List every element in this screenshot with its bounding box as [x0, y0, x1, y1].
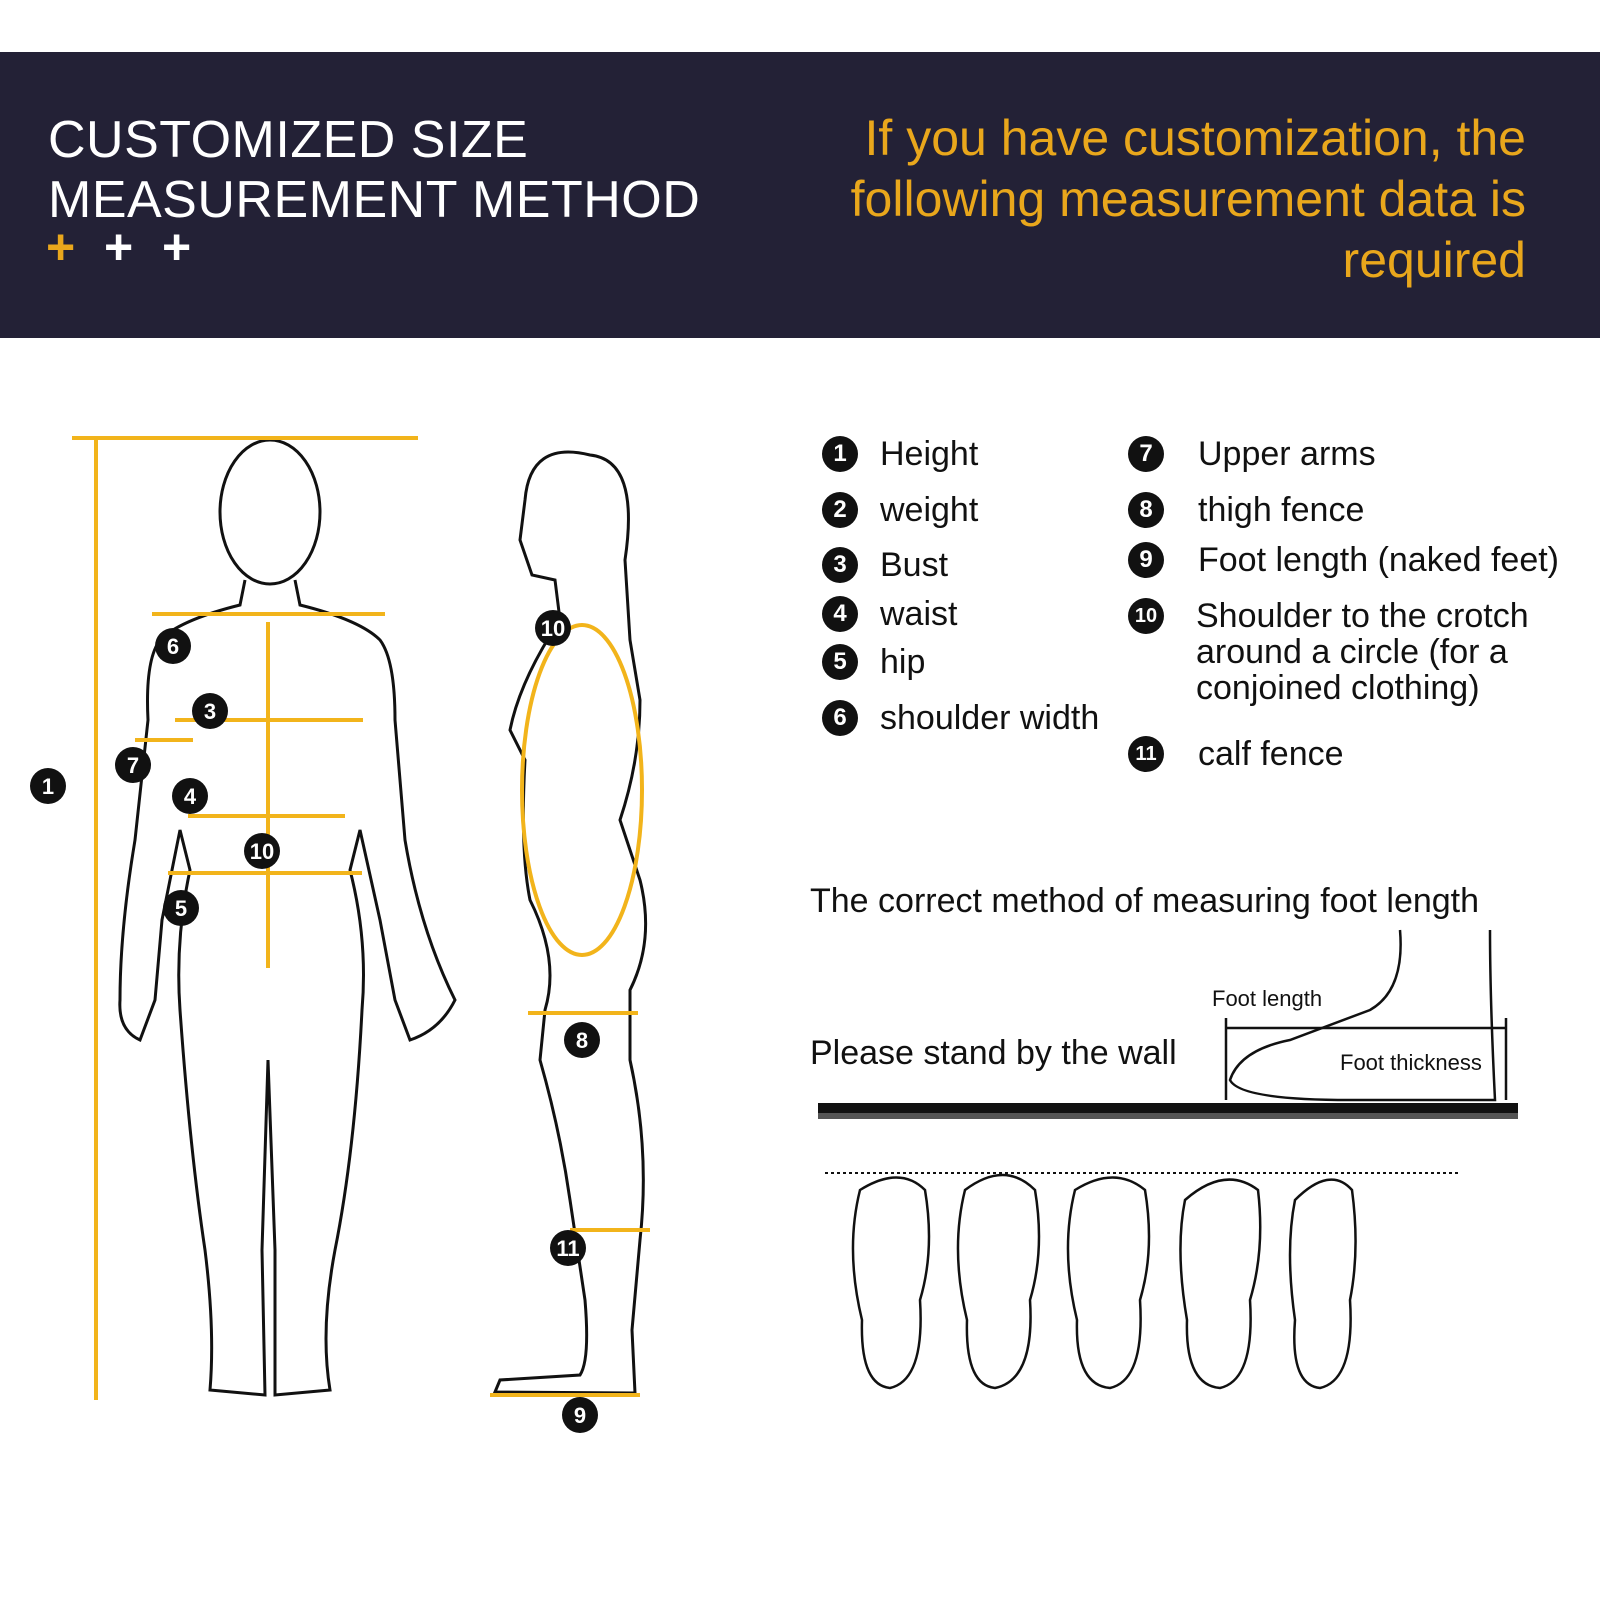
- legend-item: 6 shoulder width: [822, 700, 1099, 736]
- svg-text:6: 6: [167, 634, 179, 659]
- legend-label: Foot length (naked feet): [1198, 541, 1560, 579]
- body-measurement-figures: 1 3 4 5 6 7 10 8 9 10 11: [30, 436, 650, 1433]
- title-line-2: MEASUREMENT METHOD: [48, 171, 701, 229]
- marker-6: 6: [155, 628, 191, 664]
- svg-text:9: 9: [574, 1403, 586, 1428]
- foot-section-heading: The correct method of measuring foot len…: [810, 882, 1480, 920]
- marker-10-side: 10: [535, 610, 571, 646]
- svg-text:1: 1: [42, 774, 54, 799]
- marker-7: 7: [115, 747, 151, 783]
- marker-8: 8: [564, 1022, 600, 1058]
- legend-item: 4 waist: [822, 596, 957, 632]
- wall-instruction: Please stand by the wall: [810, 1034, 1177, 1072]
- legend-label: Upper arms: [1198, 435, 1376, 473]
- marker-4: 4: [172, 778, 208, 814]
- svg-text:5: 5: [175, 896, 187, 921]
- ground-hatch-line: [818, 1103, 1518, 1119]
- number-badge: 1: [822, 436, 858, 472]
- legend-item: 10 Shoulder to the crotch around a circle…: [1128, 598, 1548, 706]
- legend-label: calf fence: [1198, 735, 1344, 773]
- legend-label: Shoulder to the crotch around a circle (…: [1196, 597, 1529, 707]
- number-badge: 5: [822, 644, 858, 680]
- foot-thickness-label: Foot thickness: [1340, 1050, 1482, 1075]
- legend-label: hip: [880, 643, 926, 681]
- number-badge: 11: [1128, 736, 1164, 772]
- number-badge: 3: [822, 547, 858, 583]
- legend-label: Height: [880, 435, 979, 473]
- svg-text:8: 8: [576, 1028, 588, 1053]
- legend-item: 2 weight: [822, 492, 978, 528]
- plus-icon: +: [162, 219, 192, 275]
- plus-icon: +: [46, 219, 76, 275]
- legend-label: thigh fence: [1198, 491, 1365, 529]
- svg-text:10: 10: [250, 839, 274, 864]
- svg-text:4: 4: [184, 784, 197, 809]
- number-badge: 7: [1128, 436, 1164, 472]
- number-badge: 8: [1128, 492, 1164, 528]
- legend-item: 9 Foot length (naked feet): [1128, 542, 1559, 578]
- number-badge: 9: [1128, 542, 1164, 578]
- side-body-outline: [492, 450, 648, 1395]
- legend-item: 5 hip: [822, 644, 925, 680]
- number-badge: 6: [822, 700, 858, 736]
- plus-icon: +: [104, 219, 134, 275]
- legend-label: shoulder width: [880, 699, 1100, 737]
- marker-5: 5: [163, 890, 199, 926]
- marker-9: 9: [562, 1397, 598, 1433]
- legend-label: Bust: [880, 546, 949, 584]
- legend-item: 7 Upper arms: [1128, 436, 1376, 472]
- legend-item: 1 Height: [822, 436, 978, 472]
- number-badge: 10: [1128, 598, 1164, 634]
- marker-3: 3: [192, 693, 228, 729]
- foot-outlines: [851, 1173, 1357, 1390]
- number-badge: 2: [822, 492, 858, 528]
- svg-text:10: 10: [541, 616, 565, 641]
- header-banner: CUSTOMIZED SIZE MEASUREMENT METHOD + + +…: [0, 52, 1600, 338]
- legend-label: waist: [880, 595, 958, 633]
- page-title: CUSTOMIZED SIZE MEASUREMENT METHOD: [48, 110, 700, 230]
- marker-1: 1: [30, 768, 66, 804]
- legend-label: weight: [880, 491, 979, 529]
- title-line-1: CUSTOMIZED SIZE: [48, 111, 529, 169]
- legend-item: 3 Bust: [822, 547, 948, 583]
- legend-item: 8 thigh fence: [1128, 492, 1364, 528]
- svg-text:11: 11: [556, 1236, 579, 1261]
- number-badge: 4: [822, 596, 858, 632]
- marker-11: 11: [550, 1230, 586, 1266]
- svg-text:3: 3: [204, 699, 216, 724]
- legend-item: 11 calf fence: [1128, 736, 1344, 772]
- subtitle: If you have customization, the following…: [850, 110, 1526, 288]
- marker-10-front: 10: [244, 833, 280, 869]
- measurement-arrows: [72, 436, 650, 1400]
- svg-text:7: 7: [127, 753, 139, 778]
- foot-length-label: Foot length: [1212, 986, 1323, 1011]
- figure-number-markers: 1 3 4 5 6 7 10 8 9 10 11: [30, 610, 600, 1433]
